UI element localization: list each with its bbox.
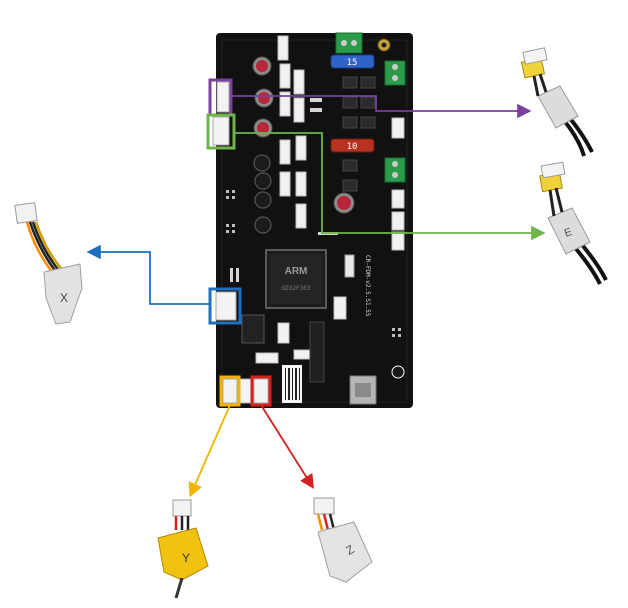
capacitor bbox=[252, 56, 272, 76]
cable-yellow: Y bbox=[157, 499, 209, 599]
leader-line-yellow bbox=[188, 404, 231, 498]
capacitor bbox=[333, 192, 355, 214]
cable-tag-blue: X bbox=[60, 291, 68, 305]
connector-blue-socket bbox=[215, 291, 237, 321]
connector-purple-socket bbox=[216, 81, 230, 113]
cable-blue: X bbox=[14, 202, 83, 325]
mosfet-group bbox=[342, 76, 376, 192]
power-terminal-right bbox=[384, 60, 406, 86]
sd-slot bbox=[344, 254, 355, 278]
cable-green: E bbox=[539, 161, 608, 285]
fuse-10a: 10 bbox=[330, 138, 375, 153]
leader-line-green bbox=[234, 132, 546, 241]
highlight-box-green bbox=[206, 113, 236, 150]
microcontroller-chip: ARM GD32F303 bbox=[265, 249, 327, 309]
capacitor bbox=[254, 88, 274, 108]
board-serial: CR-FDM-v2.5.S1.55 bbox=[364, 255, 371, 317]
mainboard: 15 10 bbox=[212, 32, 413, 408]
fuse-15a: 15 bbox=[330, 54, 375, 69]
fuse-top-label: 15 bbox=[347, 58, 358, 68]
connector-yellow-socket bbox=[222, 378, 238, 404]
mounting-hole bbox=[391, 365, 405, 379]
jst-headers bbox=[255, 35, 405, 364]
cable-tag-yellow: Y bbox=[182, 551, 190, 565]
cable-red: Z bbox=[313, 497, 373, 583]
cable-tag-green: E bbox=[563, 226, 574, 240]
capacitor bbox=[253, 118, 273, 138]
power-terminal-top bbox=[335, 32, 363, 54]
chip-logo: ARM bbox=[285, 266, 308, 277]
fuse-bottom-label: 10 bbox=[347, 142, 358, 152]
cable-purple bbox=[520, 47, 594, 157]
connector-green-socket bbox=[212, 116, 230, 146]
exp-header bbox=[309, 321, 325, 383]
leader-line-red bbox=[260, 404, 314, 490]
leader-line-purple bbox=[231, 95, 532, 119]
display-header bbox=[241, 314, 265, 344]
connector-red-socket bbox=[253, 378, 269, 404]
leader-line-blue bbox=[86, 244, 210, 305]
barcode-sticker bbox=[282, 365, 302, 403]
chip-text: GD32F303 bbox=[282, 285, 311, 292]
inductor-group bbox=[253, 154, 272, 234]
power-terminal-mid bbox=[384, 157, 406, 183]
pin-header bbox=[226, 190, 401, 337]
highlight-box-blue bbox=[208, 287, 242, 325]
